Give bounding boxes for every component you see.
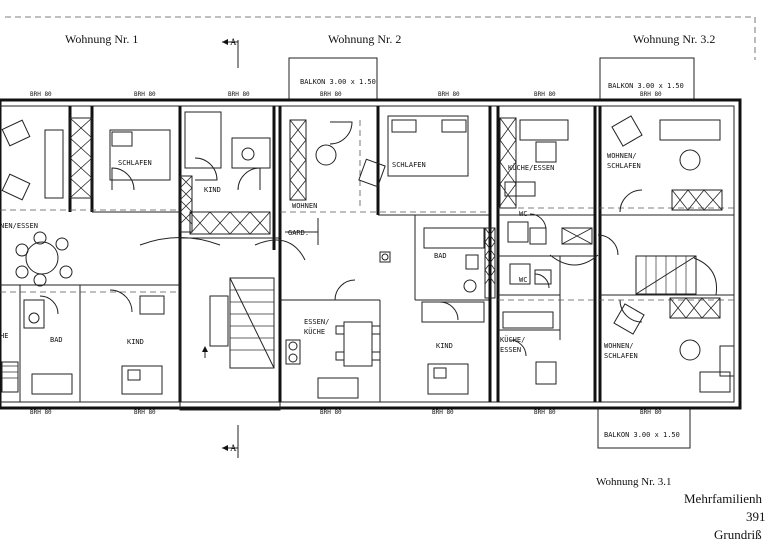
room-label: KÜCHE/ <box>500 335 525 344</box>
svg-text:BRH 80: BRH 80 <box>134 409 156 416</box>
room-label: ESSEN/ <box>304 318 329 326</box>
room-label: KIND <box>204 186 221 194</box>
room-label: KÜCHE/ESSEN <box>508 163 554 172</box>
room-label: ESSEN <box>500 346 521 354</box>
door-swings <box>39 121 643 357</box>
room-label: WC <box>519 210 527 218</box>
svg-text:BRH 80: BRH 80 <box>30 409 52 416</box>
staircase-right <box>635 255 697 295</box>
svg-text:Grundriß: Grundriß <box>714 527 762 542</box>
svg-text:BRH 80: BRH 80 <box>134 91 156 98</box>
svg-text:BRH 80: BRH 80 <box>320 91 342 98</box>
heading-apartment-1: Wohnung Nr. 1 <box>65 32 138 46</box>
furniture-apartment-3 <box>502 115 735 393</box>
shelving-hatch <box>69 117 723 319</box>
furniture-apartment-2 <box>285 115 485 399</box>
room-label: SCHLAFEN <box>118 159 152 167</box>
staircase-center <box>202 277 275 369</box>
section-mark-top: A <box>222 37 239 68</box>
furniture-center <box>184 111 271 347</box>
room-label: KIND <box>436 342 453 350</box>
svg-text:BRH 80: BRH 80 <box>432 409 454 416</box>
svg-text:BRH 80: BRH 80 <box>640 409 662 416</box>
room-label: HE <box>0 332 8 340</box>
room-label: WOHNEN/ <box>607 152 637 160</box>
room-label: BAD <box>434 252 447 260</box>
room-label: GARD. <box>288 229 309 237</box>
room-label: WOHNEN/ <box>604 342 634 350</box>
room-label: SCHLAFEN <box>604 352 638 360</box>
furniture-apartment-1 <box>1 119 171 395</box>
svg-text:A: A <box>230 37 237 47</box>
section-mark-bottom: A <box>222 425 239 458</box>
heading-apartment-3-1: Wohnung Nr. 3.1 <box>596 476 672 488</box>
room-label: SCHLAFEN <box>392 161 426 169</box>
svg-text:BRH 80: BRH 80 <box>534 91 556 98</box>
outer-walls <box>0 98 742 410</box>
room-label: WC <box>519 276 527 284</box>
svg-text:BRH 80: BRH 80 <box>640 91 662 98</box>
room-label: KÜCHE <box>304 327 325 336</box>
svg-text:BRH 80: BRH 80 <box>30 91 52 98</box>
svg-text:BALKON 3.00 x 1.50: BALKON 3.00 x 1.50 <box>604 431 680 439</box>
heading-apartment-2: Wohnung Nr. 2 <box>328 32 401 46</box>
room-label: WOHNEN <box>292 202 317 210</box>
title-block: Mehrfamilienh 391 Grundriß <box>684 491 766 542</box>
svg-text:BALKON 3.00 x 1.50: BALKON 3.00 x 1.50 <box>608 82 684 90</box>
room-label: SCHLAFEN <box>607 162 641 170</box>
svg-text:BRH 80: BRH 80 <box>534 409 556 416</box>
room-label: NEN/ESSEN <box>0 222 38 230</box>
svg-text:391: 391 <box>746 509 766 524</box>
svg-text:A: A <box>230 443 237 453</box>
dashed-lines <box>0 120 734 301</box>
room-labels: SCHLAFEN NEN/ESSEN HE BAD KIND KIND WOHN… <box>0 152 641 360</box>
window-tags: BRH 80 BRH 80 BRH 80 BRH 80 BRH 80 BRH 8… <box>30 91 662 416</box>
svg-text:BRH 80: BRH 80 <box>228 91 250 98</box>
svg-text:BRH 80: BRH 80 <box>438 91 460 98</box>
room-label: BAD <box>50 336 63 344</box>
svg-text:Mehrfamilienh: Mehrfamilienh <box>684 491 762 506</box>
svg-text:BRH 80: BRH 80 <box>320 409 342 416</box>
room-label: KIND <box>127 338 144 346</box>
svg-text:BALKON 3.00 x 1.50: BALKON 3.00 x 1.50 <box>300 78 376 86</box>
landing-curves <box>139 237 718 296</box>
heading-apartment-3-2: Wohnung Nr. 3.2 <box>633 32 715 46</box>
